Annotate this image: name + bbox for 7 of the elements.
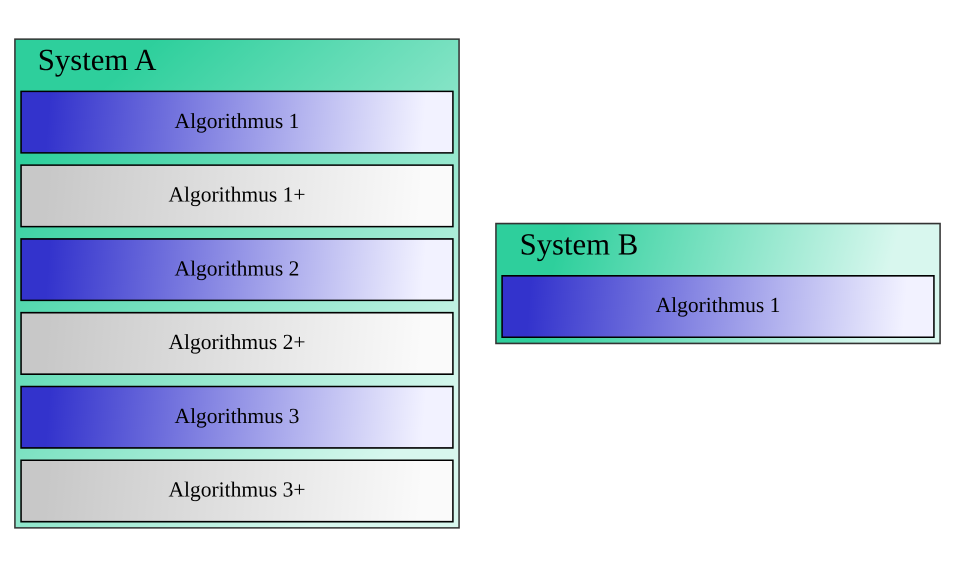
node-box: Algorithmus 1+ [20,164,454,228]
node-box: Algorithmus 2 [20,238,454,302]
node-box: Algorithmus 1 [20,90,454,154]
node-box: Algorithmus 3 [20,386,454,449]
node-box: Algorithmus 2+ [20,312,454,375]
node-box: Algorithmus 3+ [20,459,454,522]
node-box: Algorithmus 1 [501,275,935,338]
